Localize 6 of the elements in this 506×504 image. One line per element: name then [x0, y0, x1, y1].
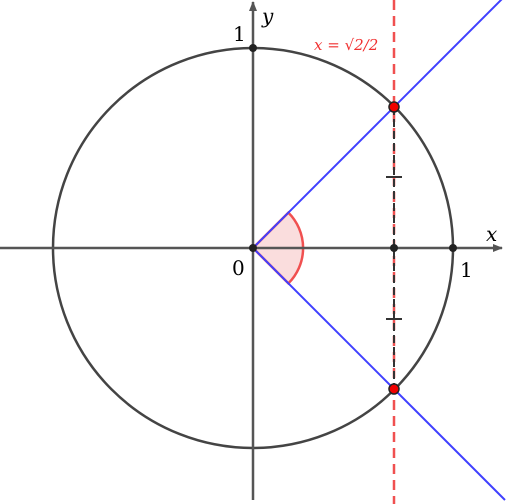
origin-label: 0 — [232, 256, 245, 280]
axis-label: x — [486, 222, 498, 246]
axis-label: y — [262, 4, 274, 28]
line-equation: x = √2/2 — [314, 36, 378, 54]
tick-label: 1 — [233, 22, 246, 46]
tick-label: 1 — [460, 258, 473, 282]
